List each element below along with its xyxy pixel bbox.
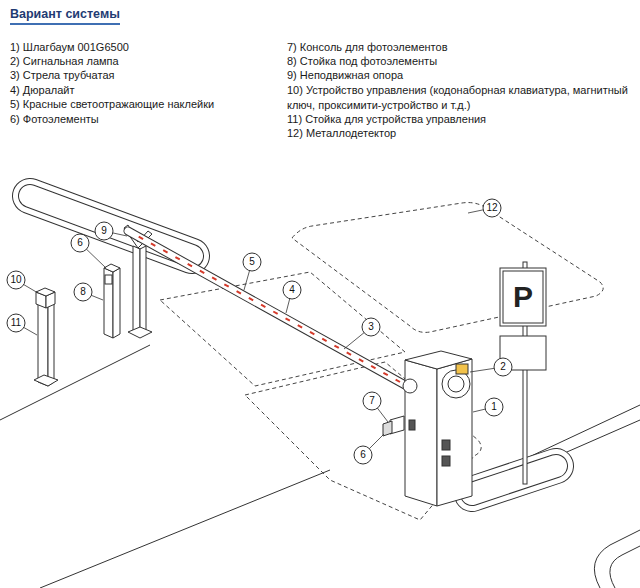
curb-island — [30, 196, 556, 494]
callout-label: 6 — [360, 449, 366, 461]
fixed-support — [128, 327, 152, 338]
barrier-cabinet — [383, 351, 472, 506]
callout-label: 2 — [500, 361, 506, 373]
sign-letter: P — [513, 281, 533, 313]
barrier-cabinet — [437, 359, 472, 506]
legend-item: 8) Стойка под фотоэлементы — [287, 54, 437, 69]
callout-label: 1 — [491, 401, 497, 413]
photocell-post — [105, 275, 112, 284]
legend-item: 12) Металлодетектор — [287, 126, 396, 141]
parking-sign — [500, 268, 546, 326]
callout-circle — [95, 222, 113, 240]
curb-island — [472, 466, 556, 494]
road-lines — [610, 546, 640, 588]
detector-loops — [160, 203, 603, 520]
barrier-cabinet — [448, 376, 464, 392]
callout-label: 4 — [289, 284, 295, 296]
callout-label: 7 — [369, 395, 375, 407]
parking-sign — [503, 271, 543, 323]
photocell-post — [104, 264, 120, 338]
control-post — [36, 288, 55, 296]
curb-island — [30, 196, 192, 256]
road-lines — [0, 345, 150, 420]
barrier-cabinet — [442, 456, 450, 466]
fixed-support — [133, 246, 140, 336]
callout-circle — [243, 253, 261, 271]
control-post — [48, 300, 54, 386]
road-lines — [560, 420, 640, 455]
curb-island — [30, 196, 192, 256]
legend-item: 11) Стойка для устройства управления — [287, 112, 486, 127]
callout-label: 6 — [77, 237, 83, 249]
barrier-cabinet — [456, 364, 468, 374]
callout-number: 11 — [6, 313, 26, 333]
photocell-post — [104, 264, 120, 272]
legend-item: 5) Красные светоотражающие наклейки — [10, 97, 214, 112]
callout-circle — [362, 318, 380, 336]
leader-lines — [16, 208, 503, 455]
curb-island — [472, 466, 556, 494]
road-lines — [594, 530, 640, 588]
callout-label: 5 — [249, 256, 255, 268]
control-post — [34, 288, 58, 386]
legend-item: 2) Сигнальная лампа — [10, 54, 119, 69]
legend-item: 1) Шлагбаум 001G6500 — [10, 40, 129, 55]
callout-number: 10 — [6, 270, 26, 290]
callout-number: 6 — [353, 445, 373, 465]
callout-label: 11 — [11, 317, 21, 329]
callout-number: 2 — [493, 357, 513, 377]
callout-circle — [363, 392, 381, 410]
callout-number: 4 — [282, 280, 302, 300]
callout-circle — [7, 314, 25, 332]
callout-circle — [71, 234, 89, 252]
fixed-support — [140, 246, 146, 336]
legend-item: 10) Устройство управления (кодонаборная … — [287, 83, 629, 112]
callout-number: 5 — [242, 252, 262, 272]
callout-number: 12 — [482, 198, 502, 218]
road-lines — [40, 470, 330, 588]
diagram-title: Вариант системы — [10, 7, 120, 25]
legend-item: 4) Дюралайт — [10, 83, 75, 98]
boom-arm — [134, 234, 400, 382]
control-post — [38, 300, 48, 386]
barrier-cabinet — [383, 421, 392, 436]
curb-island — [30, 196, 192, 256]
legend-item: 3) Стрела трубчатая — [10, 68, 114, 83]
road-lines — [0, 345, 640, 588]
callout-label: 8 — [80, 286, 86, 298]
detector-loops — [292, 203, 603, 333]
legend-item: 6) Фотоэлементы — [10, 112, 99, 127]
barrier-cabinet — [409, 420, 415, 430]
callout-number: 9 — [94, 221, 114, 241]
curb-island — [472, 466, 556, 494]
callout-circle — [483, 199, 501, 217]
callout-label: 9 — [101, 225, 107, 237]
barrier-cabinet — [403, 379, 417, 393]
callout-circle — [494, 358, 512, 376]
control-post — [34, 375, 58, 386]
boom-arm — [128, 231, 405, 385]
callout-label: 10 — [10, 274, 21, 286]
callout-label: 3 — [368, 321, 374, 333]
photocell-post — [113, 268, 120, 338]
callout-circle — [283, 281, 301, 299]
curb-island — [30, 196, 192, 256]
callout-label: 12 — [486, 202, 497, 214]
callout-number: 8 — [73, 282, 93, 302]
boom-arm — [128, 231, 405, 385]
photocell-post — [104, 268, 113, 338]
barrier-cabinet — [442, 440, 450, 450]
callout-circle — [354, 446, 372, 464]
callout-number: 3 — [361, 317, 381, 337]
callout-circle — [485, 398, 503, 416]
callout-circle — [7, 271, 25, 289]
curb-island — [472, 466, 556, 494]
boom-arm — [128, 231, 405, 385]
legend-item: 9) Неподвижная опора — [287, 68, 403, 83]
callout-circle — [74, 283, 92, 301]
callout-number: 1 — [484, 397, 504, 417]
legend-item: 7) Консоль для фотоэлементов — [287, 40, 448, 55]
callout-number: 6 — [70, 233, 90, 253]
callout-number: 7 — [362, 391, 382, 411]
